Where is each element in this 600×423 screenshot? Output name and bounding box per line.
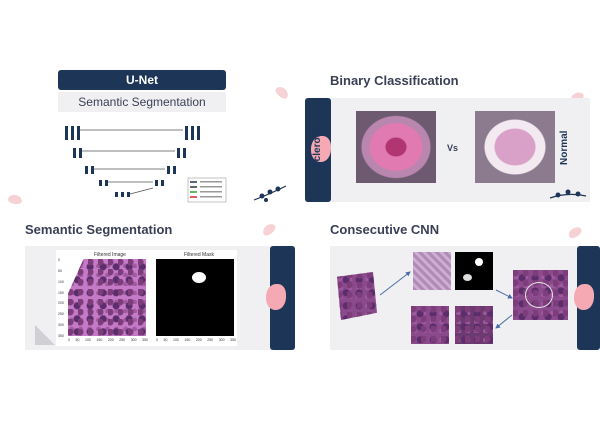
tissue-slide-image <box>337 272 377 320</box>
unet-subheader: Semantic Segmentation <box>58 92 226 112</box>
unet-header-bar: U-Net <box>58 70 226 90</box>
mask-blob <box>192 272 206 283</box>
filtered-image-plot <box>68 259 146 336</box>
unet-subheader-text: Semantic Segmentation <box>78 95 206 109</box>
consecutive-title: Consecutive CNN <box>330 222 440 237</box>
unet-diagram <box>65 126 227 203</box>
petal-decoration <box>566 224 584 241</box>
binary-title: Binary Classification <box>330 73 459 88</box>
binary-vs: Vs <box>447 143 459 153</box>
unet-header-text: U-Net <box>126 73 158 87</box>
branch-decoration <box>549 189 587 199</box>
binary-left-label: Sclerosis <box>312 123 323 168</box>
branch-decoration <box>253 185 287 202</box>
sclerosis-image <box>356 111 436 183</box>
glomerulus-crop-1 <box>411 306 449 344</box>
petal-decoration <box>273 84 291 101</box>
kidney-icon <box>311 136 331 162</box>
filtered-image-title: Filtered Image <box>94 252 126 258</box>
page-curl-decoration <box>35 325 55 345</box>
mask-blob <box>463 274 472 281</box>
tissue-patch-image <box>413 252 451 290</box>
mask-patch-image <box>455 252 493 290</box>
kidney-icon <box>574 284 594 310</box>
glomerulus-crop-2 <box>455 306 493 344</box>
kidney-icon <box>266 284 286 310</box>
petal-decoration <box>7 193 23 206</box>
normal-image <box>475 111 555 183</box>
semseg-title: Semantic Segmentation <box>25 222 173 237</box>
binary-right-label: Normal <box>559 130 570 165</box>
filtered-mask-title: Filtered Mask <box>184 252 215 258</box>
flow-arrows <box>379 271 513 329</box>
mask-blob <box>475 258 483 266</box>
detection-circle <box>525 282 553 308</box>
petal-decoration <box>260 221 278 238</box>
filtered-mask-plot <box>156 259 234 336</box>
annotated-glomerulus-image <box>513 270 568 320</box>
